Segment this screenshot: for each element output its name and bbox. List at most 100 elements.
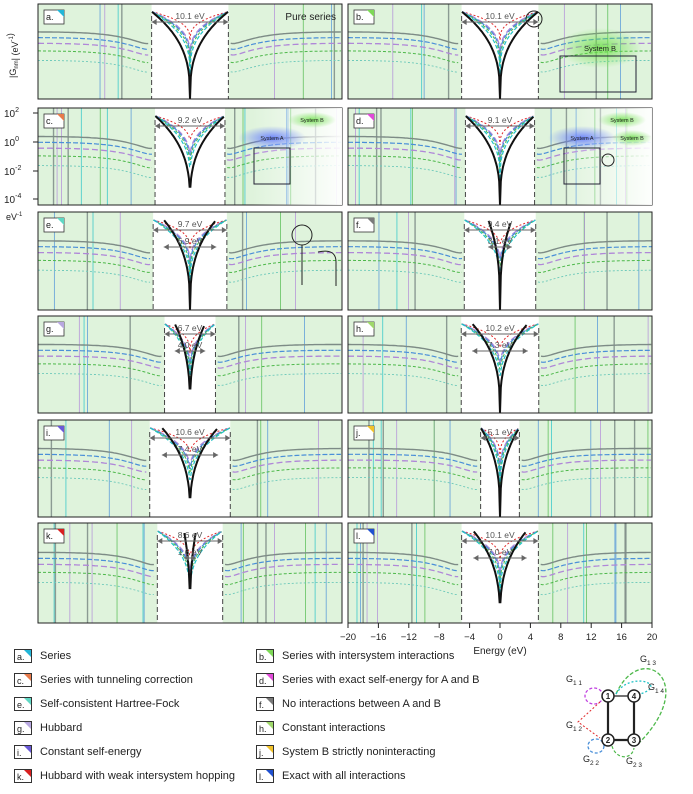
key-label: g. [46,324,54,334]
key-triangle [367,529,374,536]
g23-path [611,745,635,758]
x-tick-label: 0 [497,632,502,643]
key-label: j. [355,428,361,438]
series-curve-left [348,42,459,56]
series-curve-left [38,31,149,45]
gap-label: 10.1 eV [175,11,205,21]
panel-b: 10.1 eVb.System B [347,3,653,100]
legend-key-badge: d. [256,673,274,687]
series-curve-right [224,557,341,572]
x-tick-label: −20 [340,632,356,643]
gap-curve [461,323,539,370]
legend-key-triangle [266,650,273,657]
panel-key-badge: h. [353,321,375,337]
legend-text: Exact with all interactions [282,770,406,782]
system-b-label-2: System B [620,136,644,142]
gap-label: 6.7 eV [178,323,203,333]
diagram-label: G1 1 [566,674,582,687]
legend-key-triangle [266,770,273,777]
y-tick-label: 10-2 [4,165,21,178]
gap-curve [149,427,231,469]
gap-arrow-head [174,348,180,354]
panel-key-badge: i. [43,425,65,441]
series-curve-left [38,447,147,462]
series-curve-left [348,50,459,64]
gap-arrow-head [163,244,169,250]
gap-arrow-head [225,435,231,441]
series-curve-left [38,240,151,254]
legend-text: Constant self-energy [40,746,142,758]
node-label: 2 [606,736,611,745]
series-curve-left [348,240,463,254]
gap-curve [461,11,539,75]
series-curve-right [537,251,652,266]
system-b-glow [598,112,646,128]
series-curve-left [38,246,151,260]
legend-key-label: f. [259,700,265,710]
legend-key-triangle [24,674,31,681]
gap-arrow-head [155,123,161,129]
legend-key-badge: k. [14,769,32,783]
series-curve-right [230,50,341,64]
panel-frame [37,315,343,414]
panel-frame [347,3,653,100]
system-b-glow [288,112,336,128]
series-curve-right [217,355,342,369]
key-triangle [367,114,374,121]
series-curve-right [540,349,652,363]
gap-curve [155,115,225,154]
system-b-label: System B [610,118,634,124]
series-curve-right [228,251,342,266]
legend-item: e.Self-consistent Hartree-Fock [14,697,179,711]
node-circle [627,733,641,747]
gap-arrow-head [211,244,217,250]
legend-key-badge: b. [256,649,274,663]
legend-key-badge: j. [256,745,274,759]
panel-frame [37,3,343,100]
y-tick-label: 102 [4,107,19,120]
legend-key-triangle [266,698,273,705]
series-curve-left [348,147,462,161]
panel-curves [348,420,651,517]
gap-curve [149,427,231,480]
series-curve-right [540,551,651,566]
legend-text: Self-consistent Hartree-Fock [40,698,180,710]
series-curve-right [537,259,652,274]
gap-arrow-head [461,19,467,25]
series-curve-left [38,269,151,283]
diagram-box [563,147,601,185]
series-curve-right [540,581,651,596]
legend-key-label: g. [17,724,25,734]
legend-key-triangle [266,674,273,681]
diagram-label: G1 2 [566,720,582,733]
series-curve-left [38,563,154,578]
key-triangle [367,426,374,433]
gap-curve [471,323,528,413]
panel-f: 9.4 eV3.1 eVf. [347,211,653,311]
legend-key-label: k. [17,772,25,782]
panel-j: 5.1 eVj. [347,419,653,518]
key-triangle [57,114,64,121]
gap-label: 9.4 eV [488,219,513,229]
series-curve-right [217,349,342,363]
series-curve-right [217,343,342,358]
key-label: b. [356,12,364,22]
gap-arrow-head [533,538,539,544]
legend-key-label: h. [259,724,267,734]
gap-label: 3.1 eV [488,236,513,246]
panel-key-badge: e. [43,217,65,233]
gap-curve [151,11,229,99]
node-label: 3 [632,736,637,745]
series-curve-left [348,155,462,169]
legend-key-label: i. [17,748,22,758]
gap-label: 10.1 eV [485,530,515,540]
panel-key-badge: b. [353,9,375,25]
gap-curve [473,530,527,604]
series-curve-left [38,50,149,64]
system-a-glow [548,126,616,150]
x-tick-label: 16 [616,632,627,643]
panel-g: 6.7 eV4.0 eVg. [37,315,343,414]
gap-curve [464,219,536,266]
